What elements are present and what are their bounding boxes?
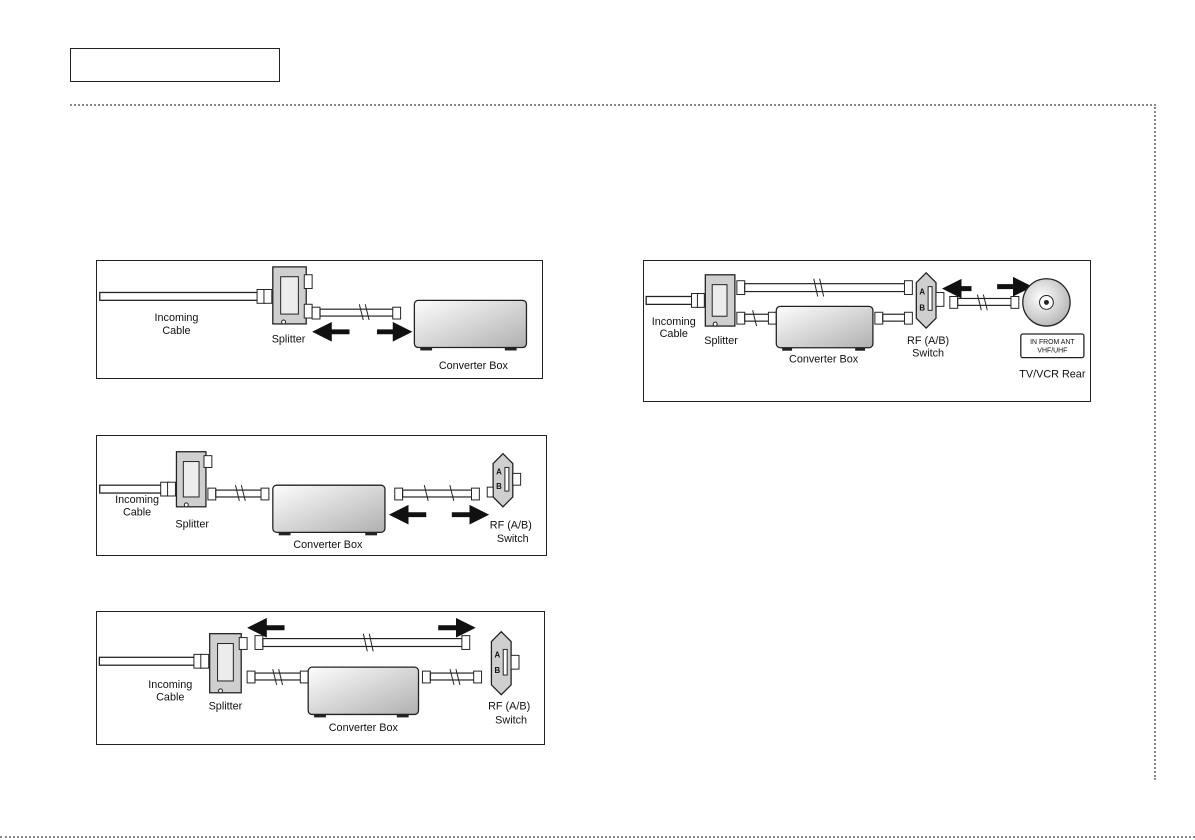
splitter [176, 452, 211, 507]
cable-top-splitter-switch [255, 634, 470, 652]
label-switch: Switch [497, 533, 529, 545]
label-cable: Cable [162, 325, 190, 337]
cable-bottom-splitter-converter [247, 669, 308, 685]
cable-top-splitter-switch [737, 279, 912, 297]
switch-b-label: B [496, 482, 502, 491]
incoming-cable [99, 654, 208, 668]
converter-box [273, 485, 385, 535]
label-cable: Cable [123, 507, 151, 519]
cable-splitter-converter [312, 304, 400, 320]
cable-bottom-splitter-converter [737, 310, 776, 326]
diagram-splitter-to-converter: Incoming Cable Splitter Converter Box [96, 260, 543, 379]
label-incoming: Incoming [148, 679, 192, 691]
label-splitter: Splitter [272, 334, 306, 346]
tv-antenna-jack [1023, 279, 1070, 326]
label-converter-box: Converter Box [439, 360, 509, 372]
label-splitter: Splitter [704, 335, 738, 347]
label-in-from-ant: IN FROM ANT [1030, 339, 1075, 346]
diagram-converter-to-switch: A B Incoming Cable Splitter Converter Bo… [96, 435, 547, 556]
cable-converter-switch [875, 312, 912, 324]
converter-box [776, 306, 873, 350]
cable-switch-tv [950, 295, 1019, 311]
dotted-divider-bottom [0, 836, 1195, 838]
converter-box [308, 667, 418, 717]
splitter [210, 634, 247, 693]
label-splitter: Splitter [209, 701, 243, 713]
arrows [952, 287, 1023, 289]
label-converter-box: Converter Box [789, 354, 859, 366]
rf-ab-switch: A B [916, 273, 944, 328]
label-converter-box: Converter Box [293, 539, 363, 551]
splitter [273, 267, 312, 324]
incoming-cable [100, 290, 272, 304]
dotted-divider-right [1154, 104, 1156, 780]
splitter [705, 275, 735, 326]
incoming-cable [646, 294, 704, 308]
label-vhf-uhf: VHF/UHF [1037, 348, 1067, 355]
label-converter-box: Converter Box [329, 722, 399, 734]
label-incoming: Incoming [155, 312, 199, 324]
label-tv-vcr-rear: TV/VCR Rear [1019, 368, 1086, 380]
label-incoming: Incoming [652, 316, 696, 328]
switch-b-label: B [919, 303, 925, 312]
section-header-box [70, 48, 280, 82]
label-splitter: Splitter [175, 518, 209, 530]
diagram-splitter-to-switch: A B Incoming Cable Splitter Converter Bo… [96, 611, 545, 745]
converter-box [414, 300, 526, 350]
label-switch: Switch [912, 348, 944, 360]
switch-a-label: A [496, 467, 502, 476]
switch-a-label: A [494, 650, 500, 659]
label-cable: Cable [156, 692, 184, 704]
label-rf-ab: RF (A/B) [490, 519, 532, 531]
cable-splitter-converter [208, 485, 269, 501]
cable-converter-switch [422, 669, 481, 685]
in-from-ant-label-box: IN FROM ANT VHF/UHF [1021, 334, 1084, 358]
switch-b-label: B [494, 666, 500, 675]
rf-ab-switch: A B [487, 454, 520, 507]
diagram-full-connection-tv: A B IN FROM ANT VHF/UHF Incoming Cable S… [643, 260, 1091, 402]
label-rf-ab: RF (A/B) [907, 335, 949, 347]
label-switch: Switch [495, 714, 527, 726]
rf-ab-switch: A B [491, 632, 519, 695]
label-rf-ab: RF (A/B) [488, 701, 530, 713]
switch-a-label: A [919, 288, 925, 297]
cable-converter-switch [395, 485, 480, 501]
dotted-divider-top [70, 104, 1156, 106]
label-cable: Cable [660, 328, 688, 340]
label-incoming: Incoming [115, 494, 159, 506]
